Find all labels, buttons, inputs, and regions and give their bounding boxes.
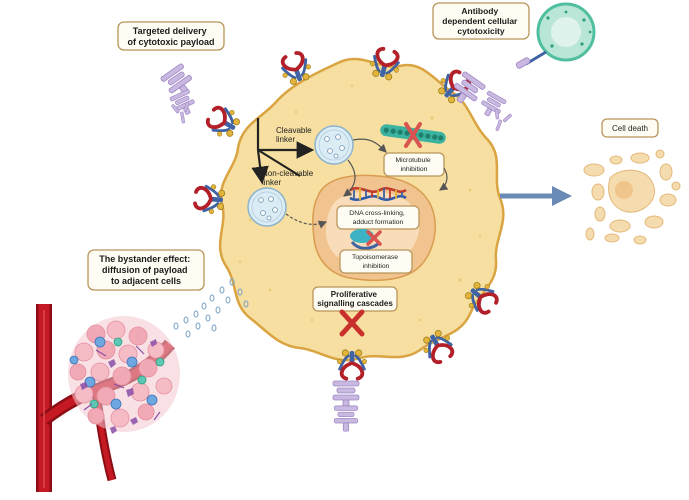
microtubule-box — [383, 152, 445, 177]
microtubule-label: Microtubule inhibition — [395, 157, 432, 173]
internalization-arrows — [251, 118, 449, 229]
antibody-drug-conjugate-icon — [201, 100, 246, 144]
dna-crosslinking-box — [336, 205, 420, 230]
antibody-icon — [332, 380, 360, 410]
cell-death-label: Cell death — [612, 124, 648, 133]
dead-cell-fragments — [583, 149, 681, 245]
cell-death-box — [601, 118, 659, 138]
dna-icon — [349, 187, 407, 201]
cleavable-linker-label: Cleavable linker — [276, 126, 314, 144]
inhibit-x-icon — [366, 230, 382, 246]
diffusing-payload — [173, 278, 249, 338]
topoisomerase-label: Topoisomerase inhibition — [352, 254, 400, 270]
immune-cell-icon — [515, 2, 596, 69]
proliferative-label: Proliferative signalling cascades — [317, 290, 393, 308]
targeted-delivery-box — [117, 21, 225, 51]
vesicle-icon — [314, 125, 354, 165]
adcc-label: Antibody dependent cellular cytotoxicity — [442, 6, 519, 36]
targeted-delivery-label: Targeted delivery of cytotoxic payload — [127, 26, 214, 47]
bystander-box — [87, 249, 205, 291]
tumor-cell-cluster — [68, 316, 180, 434]
arrow-right-icon — [500, 186, 572, 206]
topoisomerase-box — [339, 249, 413, 274]
antibody-icon — [333, 405, 359, 432]
proliferative-box — [312, 286, 398, 312]
antibody-icon — [477, 90, 507, 121]
non-cleavable-linker-label: Non-cleavable linker — [262, 169, 315, 187]
adcc-box — [432, 2, 530, 40]
inhibit-x-icon — [404, 122, 422, 148]
bystander-label: The bystander effect: diffusion of paylo… — [99, 254, 193, 286]
dna-crosslinking-label: DNA cross-linking, adduct formation — [349, 210, 406, 226]
inhibit-x-icon — [339, 309, 365, 337]
vesicle-icon — [247, 187, 287, 227]
antibody-icon — [169, 88, 199, 119]
